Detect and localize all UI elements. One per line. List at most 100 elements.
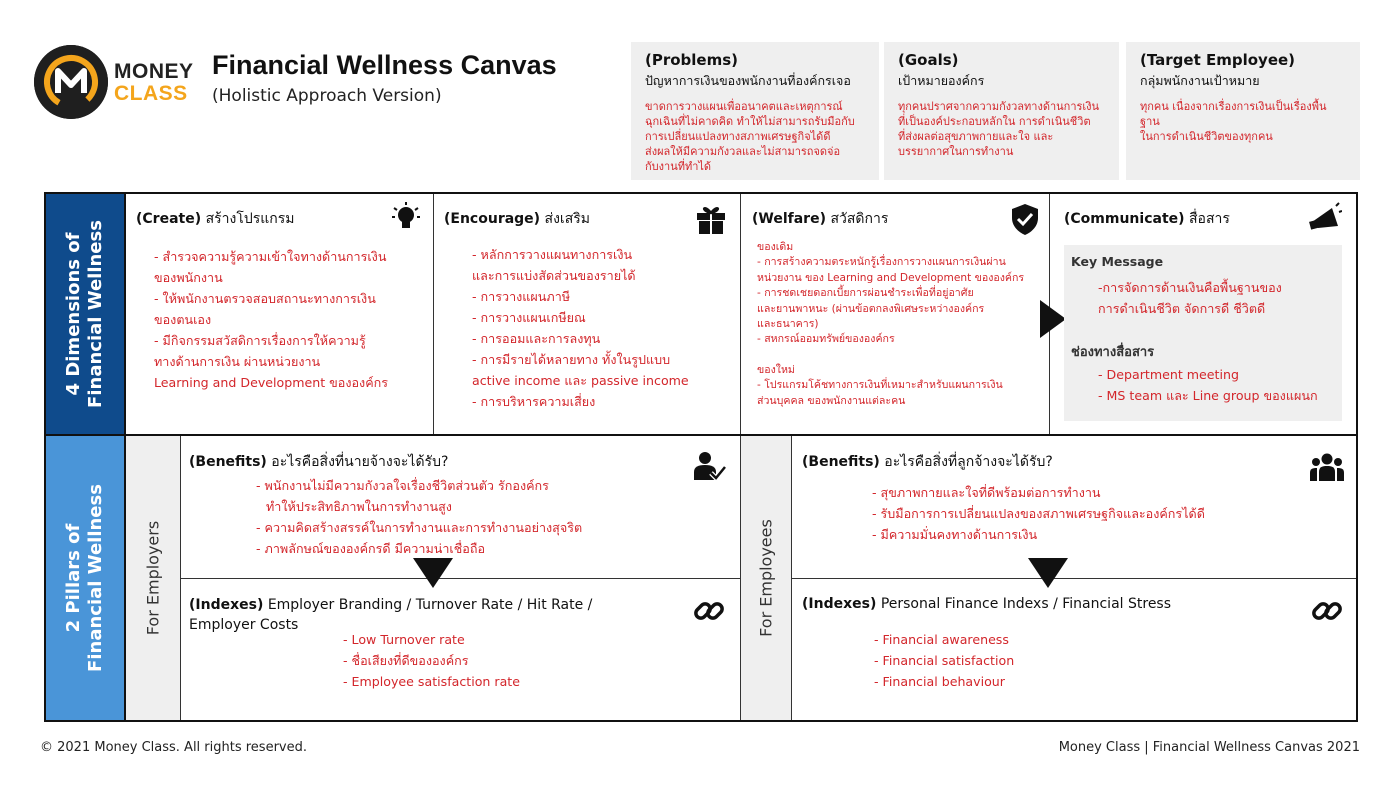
employer-benefits-heading: (Benefits) อะไรคือสิ่งที่นายจ้างจะได้รับ…: [189, 451, 448, 473]
sidebar-pillars-line1: 2 Pillars of: [63, 523, 84, 633]
link-icon: [692, 594, 726, 628]
employer-benefits-label: อะไรคือสิ่งที่นายจ้างจะได้รับ?: [271, 454, 449, 470]
list-item: -การจัดการด้านเงินคือพื้นฐานของ: [1098, 280, 1282, 295]
list-item: - พนักงานไม่มีความกังวลใจเรื่องชีวิตส่วน…: [256, 478, 549, 493]
list-item: ทำให้ประสิทธิภาพในการทำงานสูง: [266, 499, 452, 514]
target-line: ทุกคน เนื่องจากเรื่องการเงินเป็นเรื่องพื…: [1140, 100, 1327, 128]
list-item: [757, 348, 1024, 363]
list-item: - โปรแกรมโค้ชทางการเงินที่เหมาะสำหรับแผน…: [757, 379, 1003, 392]
target-body: ทุกคน เนื่องจากเรื่องการเงินเป็นเรื่องพื…: [1140, 99, 1346, 144]
coin-m-icon: [34, 45, 108, 119]
arrow-right-icon: [1040, 300, 1066, 338]
employee-benefits-label: อะไรคือสิ่งที่ลูกจ้างจะได้รับ?: [884, 454, 1053, 470]
list-item: - Department meeting: [1098, 367, 1239, 382]
list-item: - หลักการวางแผนทางการเงิน: [472, 247, 633, 262]
brand-word-class: CLASS: [114, 82, 188, 105]
divider: [791, 436, 792, 720]
employee-benefits-key: (Benefits): [802, 454, 880, 470]
channels-list: - Department meeting - MS team และ Line …: [1098, 364, 1318, 406]
welfare-heading: (Welfare) สวัสดิการ: [752, 208, 888, 230]
list-item: - Financial behaviour: [874, 674, 1005, 689]
list-item: - มีกิจกรรมสวัสดิการเรื่องการให้ความรู้: [154, 333, 366, 348]
list-item: - Low Turnover rate: [343, 632, 465, 647]
problems-body: ขาดการวางแผนเพื่ออนาคตและเหตุการณ์ ฉุกเฉ…: [645, 99, 865, 174]
employer-indexes-heading: (Indexes) Employer Branding / Turnover R…: [189, 595, 592, 635]
sidebar-dimensions: 4 Dimensions of Financial Wellness: [46, 194, 124, 434]
problems-subheading: ปัญหาการเงินของพนักงานที่องค์กรเจอ: [645, 73, 851, 88]
list-item: - ชื่อเสียงที่ดีขององค์กร: [343, 653, 469, 668]
list-item: - ภาพลักษณ์ขององค์กรดี มีความน่าเชื่อถือ: [256, 541, 486, 556]
list-item: - การชดเชยดอกเบี้ยการผ่อนชำระเพื่อที่อยู…: [757, 287, 974, 300]
megaphone-icon: [1308, 202, 1343, 236]
divider: [180, 436, 181, 720]
footer-canvas-name: Money Class | Financial Wellness Canvas …: [1058, 740, 1360, 755]
canvas-frame: [44, 192, 1358, 722]
communicate-label: สื่อสาร: [1188, 211, 1230, 227]
sidebar-dimensions-line2: Financial Wellness: [85, 220, 106, 408]
list-item: ของใหม่: [757, 363, 795, 376]
list-item: ทางด้านการเงิน ผ่านหน่วยงาน: [154, 354, 321, 369]
list-item: - การสร้างความตระหนักรู้เรื่องการวางแผนก…: [757, 256, 1006, 269]
goals-line: ที่เป็นองค์ประกอบหลักใน การดำเนินชีวิต: [898, 115, 1091, 128]
sidebar-pillars: 2 Pillars of Financial Wellness: [46, 436, 124, 720]
list-item: หน่วยงาน ของ Learning and Development ขอ…: [757, 271, 1025, 284]
welfare-label: สวัสดิการ: [830, 211, 889, 227]
employer-indexes-label2: Employer Costs: [189, 617, 299, 633]
employer-benefits-list: - พนักงานไม่มีความกังวลใจเรื่องชีวิตส่วน…: [256, 475, 582, 559]
problems-line: ฉุกเฉินที่ไม่คาดคิด ทำให้ไม่สามารถรับมือ…: [645, 115, 855, 128]
key-message-list: -การจัดการด้านเงินคือพื้นฐานของ การดำเนิ…: [1098, 277, 1282, 319]
goals-box: (Goals) เป้าหมายองค์กร ทุกคนปราศจากความก…: [884, 42, 1119, 180]
list-item: - การวางแผนภาษี: [472, 289, 571, 304]
problems-line: การเปลี่ยนแปลงทางสภาพเศรษฐกิจได้ดี: [645, 130, 831, 143]
divider: [740, 194, 741, 434]
list-item: - รับมือการการเปลี่ยนแปลงของสภาพเศรษฐกิจ…: [872, 506, 1205, 521]
channels-label: ช่องทางสื่อสาร: [1071, 345, 1155, 360]
welfare-key: (Welfare): [752, 211, 826, 227]
list-item: - การมีรายได้หลายทาง ทั้งในรูปแบบ: [472, 352, 671, 367]
list-item: ของตนเอง: [154, 312, 212, 327]
employers-column: For Employers: [126, 436, 180, 720]
problems-heading: (Problems): [645, 51, 739, 69]
divider: [740, 436, 741, 720]
shield-check-icon: [1008, 202, 1042, 236]
list-item: ส่วนบุคคล ของพนักงานแต่ละคน: [757, 394, 906, 407]
list-item: Learning and Development ขององค์กร: [154, 375, 389, 390]
communicate-key: (Communicate): [1064, 211, 1185, 227]
divider: [124, 194, 126, 720]
goals-line: ที่ส่งผลต่อสุขภาพกายและใจ และ: [898, 130, 1054, 143]
list-item: และธนาคาร): [757, 318, 819, 331]
employer-approve-icon: [692, 450, 727, 484]
key-message-box: Key Message -การจัดการด้านเงินคือพื้นฐาน…: [1064, 245, 1342, 421]
divider: [46, 434, 1356, 436]
employee-benefits-list: - สุขภาพกายและใจที่ดีพร้อมต่อการทำงาน - …: [872, 482, 1205, 545]
link-icon: [1310, 594, 1344, 628]
money-class-logo: [34, 45, 108, 119]
employee-indexes-label: Personal Finance Indexs / Financial Stre…: [880, 596, 1172, 612]
employees-column: For Employees: [741, 436, 791, 720]
create-list: - สำรวจความรู้ความเข้าใจทางด้านการเงิน ข…: [154, 246, 388, 393]
page-subtitle: (Holistic Approach Version): [212, 86, 442, 106]
list-item: - ความคิดสร้างสรรค์ในการทำงานและการทำงาน…: [256, 520, 583, 535]
list-item: และยานพาหนะ (ผ่านข้อตกลงพิเศษระหว่างองค์…: [757, 302, 985, 315]
goals-line: ทุกคนปราศจากความกังวลทางด้านการเงิน: [898, 100, 1100, 113]
list-item: - ให้พนักงานตรวจสอบสถานะทางการเงิน: [154, 291, 376, 306]
employer-benefits-key: (Benefits): [189, 454, 267, 470]
list-item: และการแบ่งสัดส่วนของรายได้: [472, 268, 636, 283]
employee-indexes-list: - Financial awareness - Financial satisf…: [874, 629, 1014, 692]
list-item: - สำรวจความรู้ความเข้าใจทางด้านการเงิน: [154, 249, 387, 264]
brand-word-money: MONEY: [114, 60, 194, 83]
employee-benefits-heading: (Benefits) อะไรคือสิ่งที่ลูกจ้างจะได้รับ…: [802, 451, 1053, 473]
list-item: - มีความมั่นคงทางด้านการเงิน: [872, 527, 1038, 542]
encourage-heading: (Encourage) ส่งเสริม: [444, 208, 590, 230]
list-item: การดำเนินชีวิต จัดการดี ชีวิตดี: [1098, 301, 1266, 316]
arrow-down-icon: [1028, 558, 1068, 588]
divider: [181, 578, 740, 579]
problems-line: กับงานที่ทำได้: [645, 160, 712, 173]
divider: [433, 194, 434, 434]
sidebar-pillars-line2: Financial Wellness: [85, 484, 106, 672]
list-item: - การบริหารความเสี่ยง: [472, 394, 596, 409]
goals-line: บรรยากาศในการทำงาน: [898, 145, 1014, 158]
employers-column-label: For Employers: [143, 520, 163, 636]
list-item: ของพนักงาน: [154, 270, 223, 285]
list-item: - สหกรณ์ออมทรัพย์ขององค์กร: [757, 333, 895, 346]
